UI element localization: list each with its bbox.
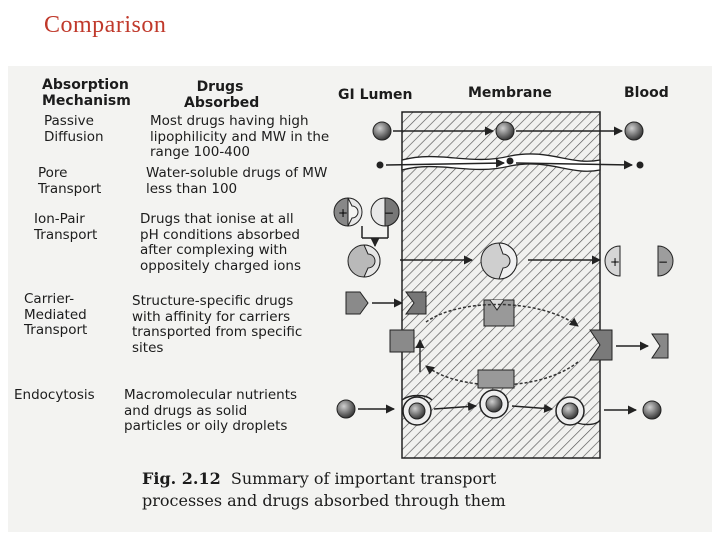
ion-minus-right: − xyxy=(658,255,668,269)
row-1-mechanism: Passive Diffusion xyxy=(44,113,104,145)
carrier-mediated-path xyxy=(345,291,669,389)
row-2-drugs: Water-soluble drugs of MW less than 100 xyxy=(146,165,328,197)
row-4-mechanism: Carrier- Mediated Transport xyxy=(24,291,88,338)
header-absorption-mechanism: Absorption Mechanism xyxy=(42,77,131,109)
header-drugs-absorbed: Drugs Absorbed xyxy=(184,79,260,111)
ion-plus-left: + xyxy=(338,206,348,220)
row-5-drugs: Macromolecular nutrients and drugs as so… xyxy=(124,387,298,434)
passive-diffusion-path xyxy=(372,121,644,141)
row-5-mechanism: Endocytosis xyxy=(14,387,95,403)
row-4-drugs: Structure-specific drugs with affinity f… xyxy=(132,293,303,356)
pore-transport-path xyxy=(376,153,644,172)
row-3-drugs: Drugs that ionise at all pH conditions a… xyxy=(140,211,301,274)
row-2-mechanism: Pore Transport xyxy=(38,165,102,197)
header-gi-lumen: GI Lumen xyxy=(338,87,413,103)
ion-pair-path xyxy=(333,197,674,280)
ion-plus-right: + xyxy=(610,255,620,269)
header-blood: Blood xyxy=(624,85,669,101)
slide-title: Comparison xyxy=(44,12,167,38)
figure-caption: Fig. 2.12 Summary of important transport… xyxy=(142,468,506,512)
header-membrane: Membrane xyxy=(468,85,552,101)
endocytosis-path xyxy=(336,389,662,426)
row-3-mechanism: Ion-Pair Transport xyxy=(34,211,98,243)
ion-minus-left: − xyxy=(384,206,394,220)
caption-label: Fig. 2.12 xyxy=(142,469,221,488)
row-1-drugs: Most drugs having high lipophilicity and… xyxy=(150,113,330,160)
caption-text: Summary of important transport processes… xyxy=(142,469,506,510)
